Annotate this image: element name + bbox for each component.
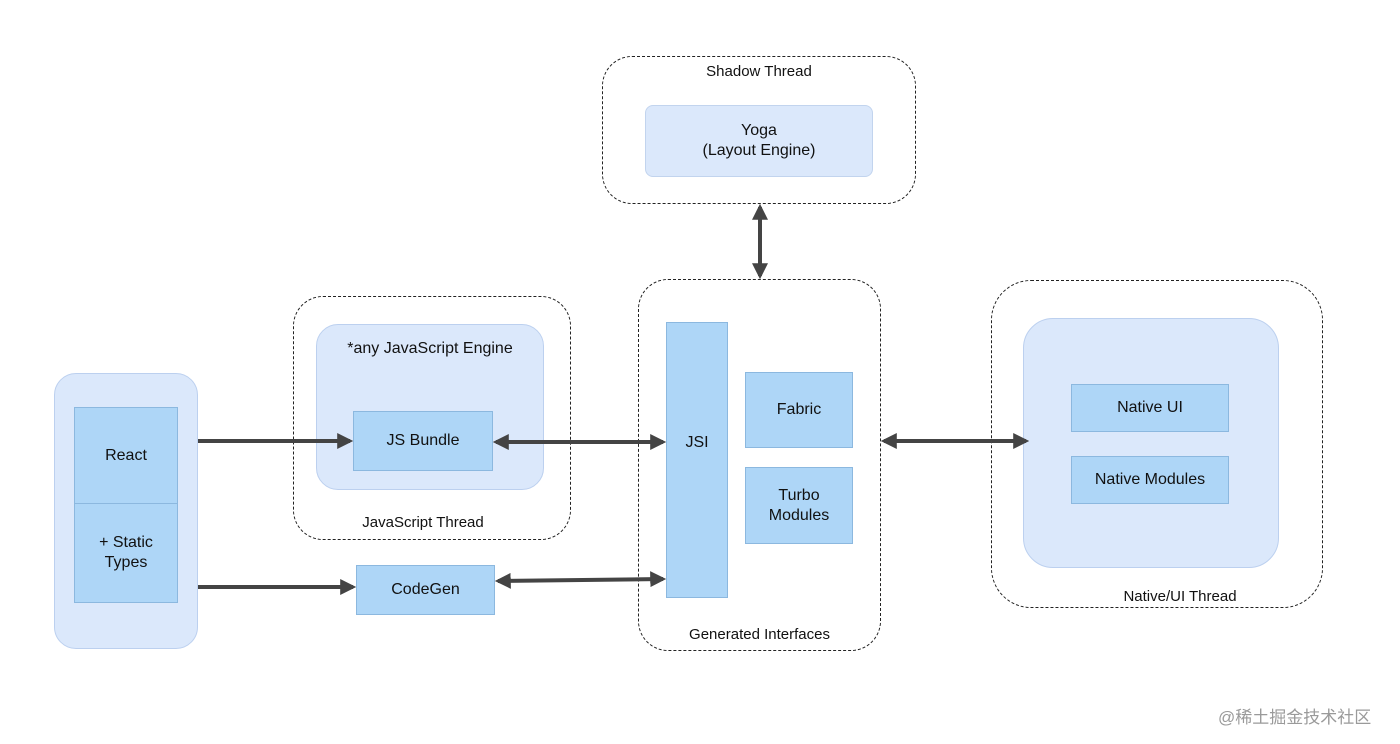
js-bundle-node: JS Bundle: [353, 411, 493, 471]
native-modules-node: Native Modules: [1071, 456, 1229, 504]
generated-interfaces-container: [638, 279, 881, 651]
native-ui-node: Native UI: [1071, 384, 1229, 432]
jsi-node: JSI: [666, 322, 728, 598]
watermark: @稀土掘金技术社区: [1218, 708, 1372, 727]
javascript-thread-container: [293, 296, 571, 540]
yoga-node: Yoga (Layout Engine): [645, 105, 873, 177]
fabric-node: Fabric: [745, 372, 853, 448]
codegen-node: CodeGen: [356, 565, 495, 615]
js-engine-label: *any JavaScript Engine: [347, 340, 513, 357]
generated-interfaces-label: Generated Interfaces: [689, 626, 830, 643]
javascript-thread-label: JavaScript Thread: [362, 514, 484, 531]
react-node: React: [74, 407, 178, 504]
static-types-node: + Static Types: [74, 503, 178, 603]
shadow-thread-label: Shadow Thread: [706, 63, 812, 80]
native-panel: [1023, 318, 1279, 568]
native-ui-thread-label: Native/UI Thread: [1123, 588, 1237, 605]
turbo-modules-node: Turbo Modules: [745, 467, 853, 544]
shadow-thread-container: [602, 56, 916, 204]
